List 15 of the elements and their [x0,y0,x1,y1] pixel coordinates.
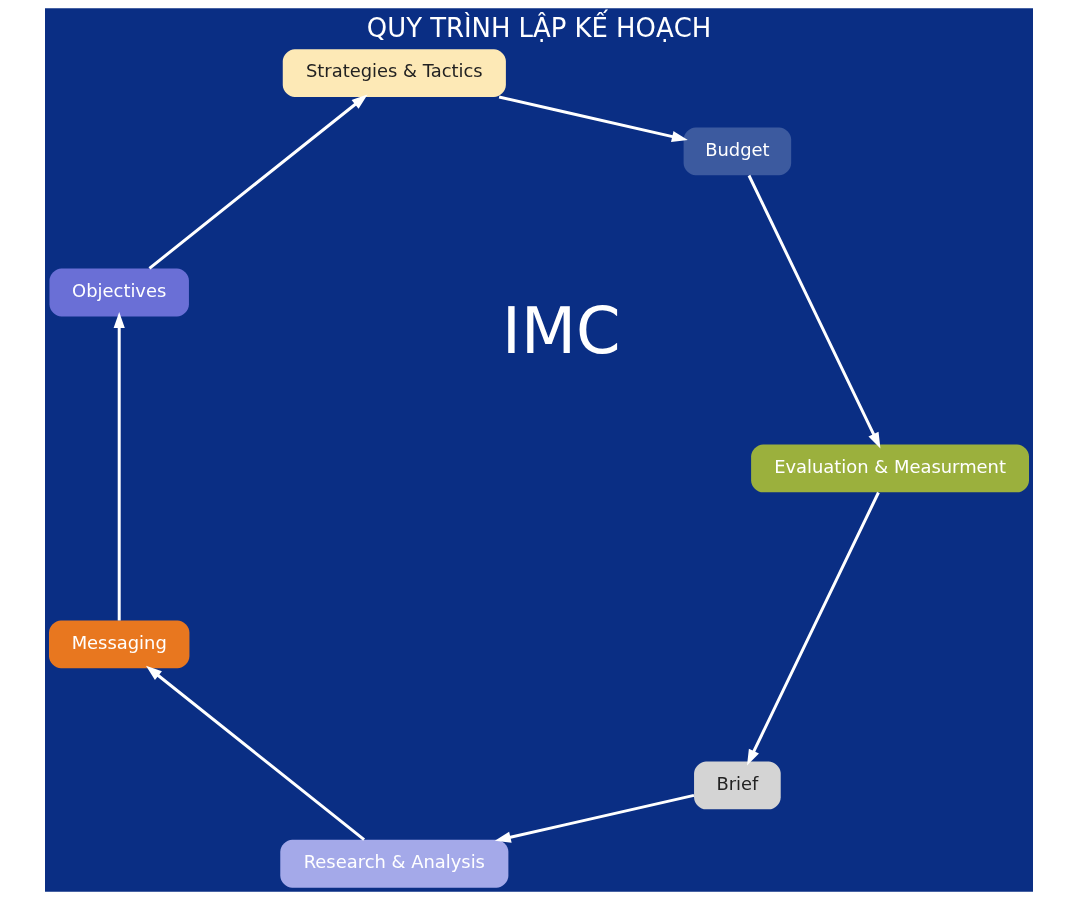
arrow [747,174,881,449]
node-box: Messaging [49,620,190,669]
arrow [498,95,688,142]
arrow [747,491,880,766]
arrow [113,311,125,621]
arrow [148,94,368,270]
arrow [494,793,695,843]
node-box: Strategies & Tactics [282,49,506,97]
label: IMC [502,294,621,369]
node-box: Research & Analysis [280,839,509,888]
node-box: Objectives [49,268,189,317]
node-box: Evaluation & Measurment [751,444,1029,493]
node-box: Brief [694,761,781,810]
node-box: Budget [683,127,792,176]
arrow [145,665,366,841]
